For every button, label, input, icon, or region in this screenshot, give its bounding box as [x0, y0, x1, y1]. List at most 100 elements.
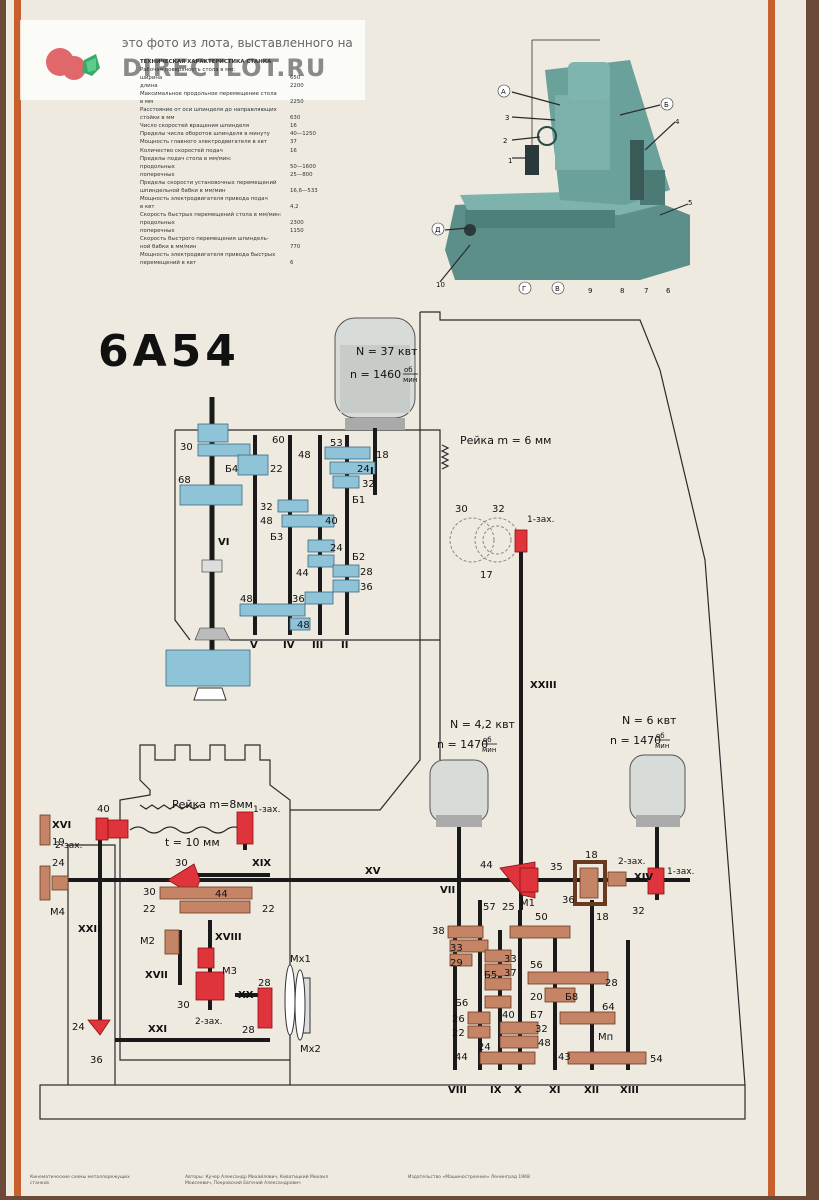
photo-label-6: 6 [666, 287, 671, 295]
main-motor-power: N = 37 квт [356, 345, 418, 358]
spec-sheet: ТЕХНИЧЕСКАЯ ХАРАКТЕРИСТИКА СТАНКА Рабоча… [140, 58, 318, 267]
squirrel-logo-icon [46, 48, 100, 80]
clutch-disks [284, 964, 306, 1041]
watermark-caption: это фото из лота, выставленного на [122, 36, 353, 50]
svg-text:48: 48 [260, 516, 273, 527]
spec-value: 25—800 [290, 171, 313, 178]
spec-label: продольных [140, 219, 175, 226]
svg-text:Б7: Б7 [530, 1010, 543, 1021]
svg-text:Мх1: Мх1 [290, 954, 311, 965]
rapid-motor-unit-top: об [656, 732, 665, 740]
svg-text:32: 32 [362, 479, 375, 490]
svg-text:1-зах.: 1-зах. [253, 805, 280, 815]
svg-text:26: 26 [452, 1014, 465, 1025]
svg-text:36: 36 [360, 582, 373, 593]
spec-value: 16 [290, 123, 297, 130]
spec-label: Расстояние от оси шпинделя до направляющ… [140, 107, 277, 114]
spec-label: Пределы числа оборотов шпинделя в минуту [140, 131, 270, 138]
spec-label: Мощность главного электродвигателя в квт [140, 139, 267, 146]
svg-text:44: 44 [455, 1052, 468, 1063]
spec-value: 16,6—533 [290, 187, 318, 194]
spec-value: 770 [290, 244, 301, 251]
spec-row: Пределы скорости установочных перемещени… [140, 179, 310, 187]
svg-text:30: 30 [175, 858, 188, 869]
svg-text:XIX: XIX [252, 858, 271, 869]
screw-pitch-label: t = 10 мм [165, 836, 220, 849]
top-gear-numbers: 30 60 53 48 18 68 22 24 32 32 48 40 24 2… [178, 435, 505, 631]
svg-text:М1: М1 [520, 898, 535, 909]
svg-text:2-зах.: 2-зах. [195, 1017, 222, 1027]
svg-text:64: 64 [602, 1002, 615, 1013]
spec-row: шпиндельной бабки в мм/мин 16,6—533 [140, 187, 318, 195]
svg-text:XIII: XIII [620, 1085, 639, 1096]
svg-text:35: 35 [550, 862, 563, 873]
spec-label: длина [140, 83, 158, 90]
photo-label-V: В [555, 285, 560, 293]
rack-top-label: Рейка m = 6 мм [460, 434, 551, 447]
spec-row: Максимальное продольное перемещение стол… [140, 90, 310, 98]
svg-text:48: 48 [298, 450, 311, 461]
svg-text:XVIII: XVIII [215, 932, 242, 943]
photo-label-7: 7 [644, 287, 648, 295]
svg-text:22: 22 [270, 464, 283, 475]
svg-text:56: 56 [530, 960, 543, 971]
watermark-logo: DIRECTLOT.RU [122, 54, 327, 82]
photo-label-G: Г [522, 285, 526, 293]
photo-label-8: 8 [620, 287, 624, 295]
svg-text:24: 24 [357, 464, 370, 475]
photo-label-1: 1 [508, 157, 512, 165]
svg-text:30: 30 [143, 887, 156, 898]
svg-text:X: X [514, 1085, 522, 1096]
svg-text:VIII: VIII [448, 1085, 467, 1096]
svg-text:33: 33 [450, 943, 463, 954]
photo-label-2: 2 [503, 137, 507, 145]
svg-text:22: 22 [143, 904, 156, 915]
svg-text:32: 32 [492, 504, 505, 515]
svg-text:32: 32 [632, 906, 645, 917]
svg-text:28: 28 [242, 1025, 255, 1036]
main-motor-unit-top: об [404, 366, 413, 374]
svg-text:М3: М3 [222, 966, 237, 977]
spec-value: 40—1250 [290, 131, 316, 138]
svg-text:IX: IX [490, 1085, 502, 1096]
spec-row: Расстояние от оси шпинделя до направляющ… [140, 106, 310, 114]
photo-label-3: 3 [505, 114, 509, 122]
spec-label: в мм [140, 99, 154, 106]
poster-right-border [768, 0, 775, 1196]
svg-text:43: 43 [558, 1052, 571, 1063]
svg-text:Б8: Б8 [565, 992, 578, 1003]
spec-row: Пределы подач стола в мм/мин: [140, 155, 310, 163]
spec-label: перемещений в квт [140, 260, 197, 267]
svg-text:32: 32 [535, 1024, 548, 1035]
svg-text:44: 44 [480, 860, 493, 871]
lead-screw [129, 826, 243, 834]
svg-text:60: 60 [272, 435, 285, 446]
svg-text:40: 40 [325, 516, 338, 527]
svg-text:48: 48 [240, 594, 253, 605]
svg-text:XIV: XIV [634, 872, 653, 883]
spec-label: продольных [140, 163, 175, 170]
main-motor-rpm: n = 1460 [350, 368, 401, 381]
svg-text:2-зах.: 2-зах. [618, 857, 645, 867]
svg-text:25: 25 [502, 902, 515, 913]
svg-text:29: 29 [450, 958, 463, 969]
spec-label: шпиндельной бабки в мм/мин [140, 187, 226, 194]
spec-row: Скорость быстрых перемещений стола в мм/… [140, 211, 310, 219]
spec-value: 2300 [290, 219, 304, 226]
feed-motor-power: N = 4,2 квт [450, 718, 516, 731]
photo-label-B: Б [664, 101, 669, 109]
rapid-motor-unit-bot: мин [655, 742, 669, 750]
meshing-circles [449, 517, 528, 910]
svg-text:24: 24 [52, 858, 65, 869]
svg-text:68: 68 [178, 475, 191, 486]
svg-text:44: 44 [296, 568, 309, 579]
spec-label: Пределы скорости установочных перемещени… [140, 179, 277, 186]
svg-text:24: 24 [72, 1022, 85, 1033]
worm-label-top: 1-зах. [527, 515, 554, 525]
poster-left-border [14, 0, 21, 1196]
